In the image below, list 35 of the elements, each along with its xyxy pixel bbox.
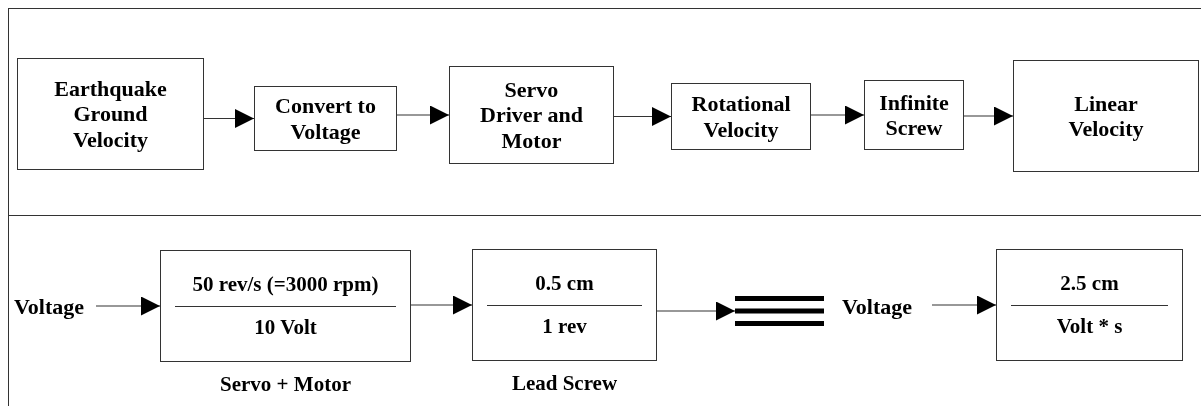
block-caption: Lead Screw xyxy=(510,371,619,396)
arrow xyxy=(410,295,473,315)
arrow xyxy=(203,109,255,128)
process-box xyxy=(17,58,204,170)
process-box xyxy=(1013,60,1199,172)
process-box xyxy=(254,86,397,151)
box-label: Infinite Screw xyxy=(878,89,950,141)
numerator-text: 0.5 cm xyxy=(535,271,594,297)
arrow xyxy=(396,105,450,125)
numerator-text: 50 rev/s (=3000 rpm) xyxy=(192,272,379,298)
denominator-text: Volt * s xyxy=(1056,313,1123,339)
transfer-function-box xyxy=(160,250,411,362)
process-box xyxy=(449,66,614,164)
box-label: Servo Driver and Motor xyxy=(479,77,584,153)
arrow xyxy=(95,296,161,316)
process-box xyxy=(864,80,964,150)
transfer-function-box xyxy=(472,249,657,361)
box-label: Linear Velocity xyxy=(1067,90,1145,142)
numerator-text: 2.5 cm xyxy=(1060,271,1119,297)
denominator-text: 1 rev xyxy=(542,313,587,339)
equivalence-symbol-icon xyxy=(735,296,824,326)
process-box xyxy=(671,83,811,150)
block-caption: Servo + Motor xyxy=(219,372,352,397)
transfer-function-box xyxy=(996,249,1183,361)
box-label: Rotational Velocity xyxy=(690,91,792,142)
signal-label: Voltage xyxy=(842,292,932,322)
arrow xyxy=(810,105,865,125)
signal-label: Voltage xyxy=(14,292,96,322)
box-label: Convert to Voltage xyxy=(274,93,377,144)
arrow xyxy=(963,106,1014,126)
denominator-text: 10 Volt xyxy=(254,314,317,340)
arrow xyxy=(613,107,672,126)
box-label: Earthquake Ground Velocity xyxy=(53,76,168,152)
arrow xyxy=(656,301,736,321)
arrow xyxy=(931,295,997,315)
